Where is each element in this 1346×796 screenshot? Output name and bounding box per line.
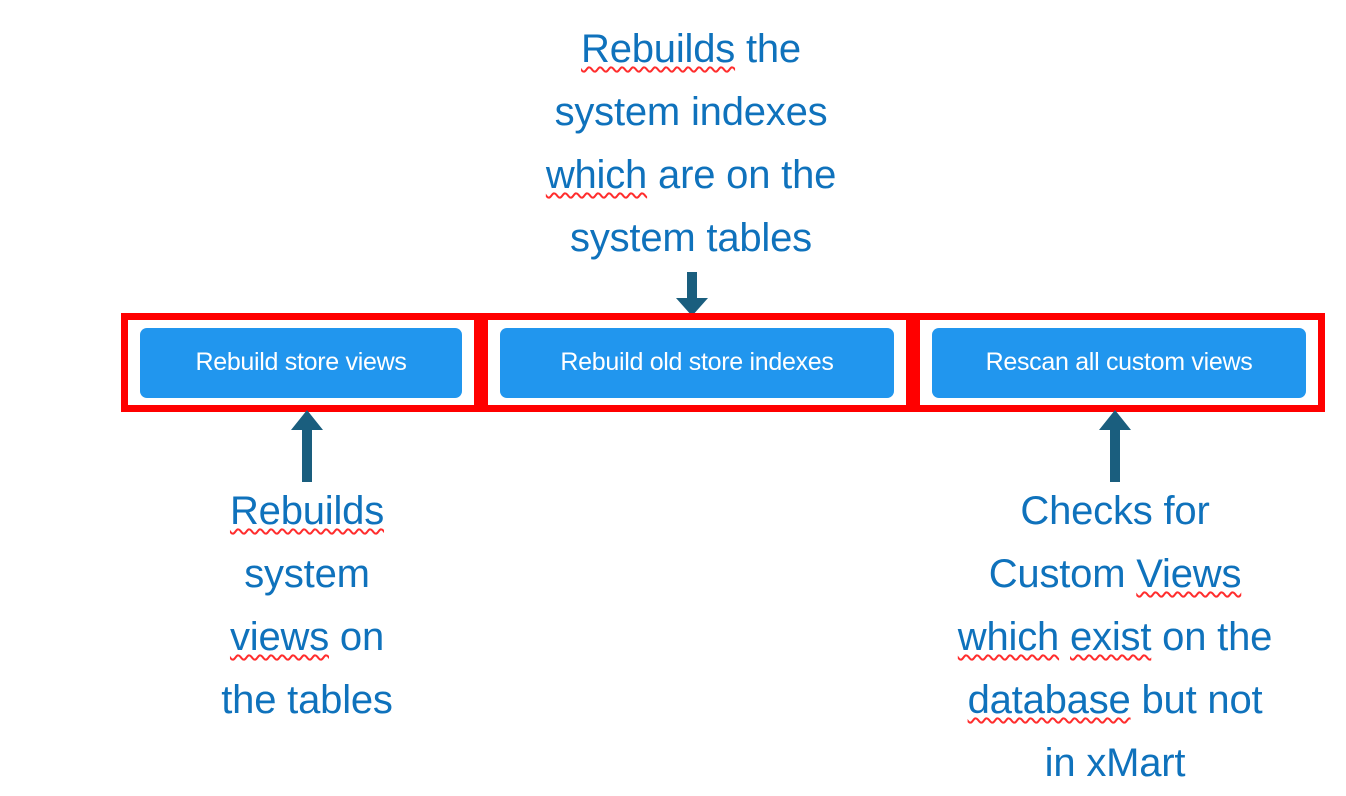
- misspelled-word: Rebuilds: [229, 489, 385, 533]
- annotation-text-run: on the: [1151, 615, 1273, 659]
- rescan-all-custom-views-button[interactable]: Rescan all custom views: [932, 327, 1306, 398]
- annotation-rebuild-old-store-indexes: Rebuilds the system indexes which are on t…: [466, 18, 916, 270]
- misspelled-word: views: [229, 615, 329, 659]
- annotation-text-run: Custom: [988, 552, 1137, 596]
- misspelled-word: Views: [1136, 552, 1242, 596]
- arrow-down-to-rebuild-old-store-indexes: [676, 272, 708, 316]
- rebuild-old-store-indexes-button[interactable]: Rebuild old store indexes: [500, 327, 894, 398]
- annotation-text-run: Checks for: [1020, 489, 1210, 533]
- button-row: Rebuild store views Rebuild old store in…: [121, 313, 1325, 412]
- annotation-text-run: [1059, 615, 1070, 659]
- misspelled-word: Rebuilds: [581, 27, 736, 71]
- annotation-rebuild-store-views: Rebuilds system views on the tables: [160, 480, 454, 732]
- annotation-text-run: system tables: [570, 216, 812, 260]
- annotation-text-run: the tables: [221, 678, 393, 722]
- highlight-box-rescan-all-custom-views: Rescan all custom views: [913, 313, 1325, 412]
- misspelled-word: database: [967, 678, 1131, 722]
- annotation-text-run: on: [329, 615, 385, 659]
- annotation-text-run: but not: [1130, 678, 1263, 722]
- misspelled-word: which: [545, 153, 648, 197]
- arrow-up-to-rescan-all-custom-views: [1099, 410, 1131, 482]
- rebuild-store-views-button[interactable]: Rebuild store views: [140, 327, 462, 398]
- highlight-box-rebuild-store-views: Rebuild store views: [121, 313, 481, 412]
- annotation-text-run: are on the: [647, 153, 837, 197]
- annotation-text-run: the: [735, 27, 801, 71]
- annotation-text-run: system indexes: [554, 90, 828, 134]
- highlight-box-rebuild-old-store-indexes: Rebuild old store indexes: [481, 313, 913, 412]
- misspelled-word: exist: [1070, 615, 1152, 659]
- annotation-text-run: in xMart: [1044, 741, 1186, 785]
- misspelled-word: which: [957, 615, 1060, 659]
- arrow-up-to-rebuild-store-views: [291, 410, 323, 482]
- annotation-text-run: system: [244, 552, 370, 596]
